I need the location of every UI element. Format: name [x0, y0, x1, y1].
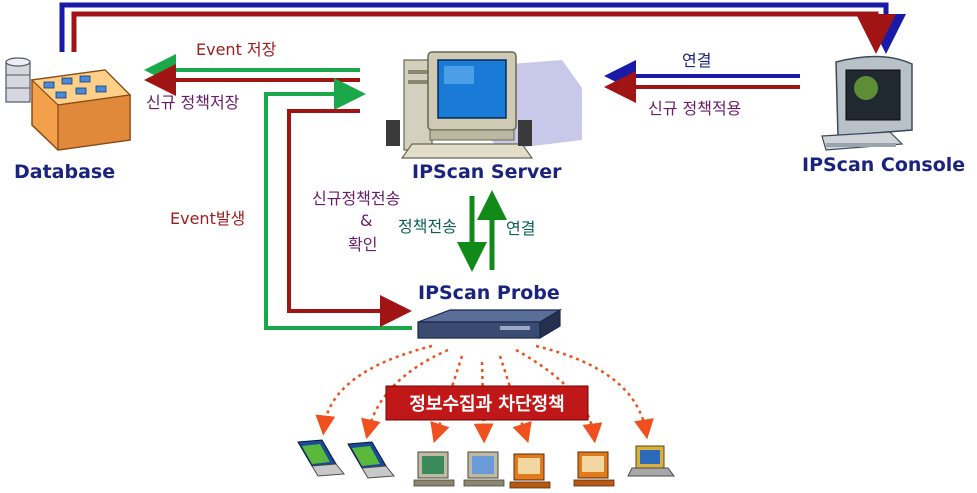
label-new-policy-save: 신규 정책저장: [146, 93, 240, 112]
policy-banner-text: 정보수집과 차단정책: [409, 394, 564, 415]
node-label-console: IPScan Console: [802, 154, 965, 176]
endpoint-laptop-icon: [297, 439, 345, 477]
endpoint-monitor-icon: [463, 451, 505, 487]
label-connect-top: 연결: [682, 51, 711, 70]
label-new-policy-apply: 신규 정책적용: [648, 99, 741, 118]
event-green-loop: [264, 78, 412, 330]
node-label-probe: IPScan Probe: [418, 282, 560, 304]
policy-banner: [385, 385, 589, 421]
label-confirm: 확인: [348, 235, 377, 254]
endpoint-monitor-icon: [573, 451, 615, 487]
event-red-loop: [287, 109, 412, 327]
database-icon: [5, 57, 132, 151]
node-label-server: IPScan Server: [412, 161, 562, 183]
label-event-occur: Event발생: [170, 209, 245, 228]
endpoint-laptop-icon: [627, 445, 675, 477]
endpoint-monitor-icon: [509, 453, 551, 489]
server-computer-icon: [386, 51, 582, 159]
endpoint-laptop-icon: [347, 441, 395, 479]
probe-device-icon: [417, 308, 563, 340]
console-computer-icon: [821, 55, 913, 151]
label-policy-send: 정책전송: [398, 217, 457, 236]
label-connect-mid: 연결: [506, 219, 535, 238]
node-label-database: Database: [14, 161, 115, 183]
label-amp: &: [360, 211, 372, 230]
label-event-save: Event 저장: [196, 40, 277, 59]
label-new-policy-send: 신규정책전송: [312, 189, 400, 208]
endpoint-monitor-icon: [413, 451, 455, 487]
top-loop-red-arrow: [71, 11, 896, 54]
